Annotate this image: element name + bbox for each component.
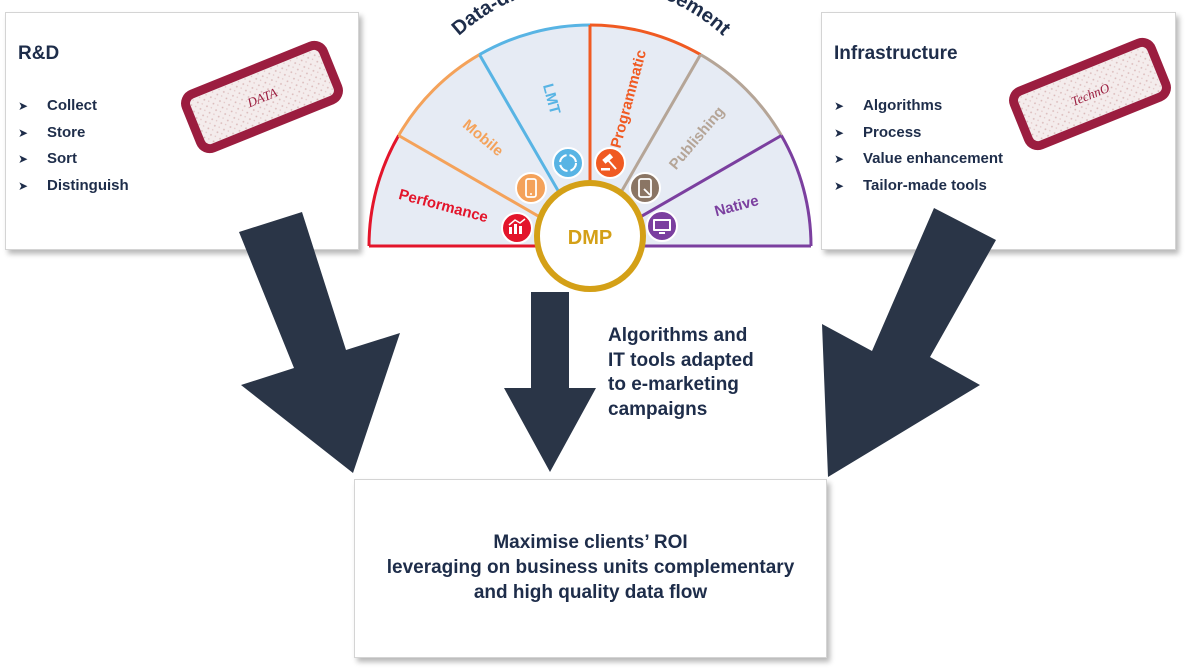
arrowhead-bullet-icon: ➤ [834, 125, 845, 140]
caption-line: campaigns [608, 398, 708, 420]
gavel-icon [594, 147, 626, 179]
dmp-circle [534, 180, 646, 292]
fan-segment-performance [369, 135, 590, 246]
center-arrow [504, 292, 596, 472]
dmp-label: DMP [568, 227, 612, 249]
fan-segment-native [590, 135, 811, 246]
outcome-line: leveraging on business units complementa… [386, 557, 795, 578]
fan-arc-mobile [397, 53, 481, 137]
outcome-line: and high quality data flow [473, 582, 708, 603]
outcome-box: Maximise clients’ ROI leveraging on busi… [354, 479, 827, 658]
infrastructure-list: ➤Algorithms ➤Process ➤Value enhancement … [834, 93, 1003, 199]
techno-stamp: TechnO [1009, 37, 1171, 151]
infrastructure-title: Infrastructure [834, 43, 958, 64]
list-item: ➤Algorithms [834, 93, 1003, 120]
right-arrow [822, 208, 996, 477]
chart-icon [501, 212, 533, 244]
data-stamp: DATA [181, 40, 343, 154]
outcome-line: Maximise clients’ ROI [493, 532, 688, 553]
arrowhead-bullet-icon: ➤ [18, 152, 29, 166]
refresh-icon [552, 147, 584, 179]
caption-line: to e-marketing [608, 374, 739, 395]
list-item: ➤Process [834, 120, 1003, 147]
arrowhead-bullet-icon: ➤ [18, 99, 29, 113]
list-item: ➤Collect [18, 93, 129, 120]
list-item: ➤Sort [18, 146, 129, 173]
fan-arc-performance [367, 134, 400, 247]
monitor-icon [646, 210, 678, 242]
list-item: ➤Distinguish [18, 173, 129, 200]
arrowhead-bullet-icon: ➤ [834, 99, 845, 113]
fan-arc-native [780, 134, 813, 247]
rnd-title: R&D [18, 43, 60, 64]
list-item: ➤Store [18, 120, 129, 147]
smartphone-icon [515, 172, 547, 204]
rnd-list: ➤Collect ➤Store ➤Sort ➤Distinguish [18, 93, 129, 199]
caption-line: Algorithms and [608, 325, 748, 346]
arrowhead-bullet-icon: ➤ [18, 178, 29, 193]
fan-arc-publishing [699, 53, 783, 137]
arrowhead-bullet-icon: ➤ [834, 178, 845, 193]
arrowhead-bullet-icon: ➤ [834, 152, 845, 166]
fan-arc-programmatic [589, 23, 702, 56]
arrowhead-bullet-icon: ➤ [18, 125, 29, 140]
caption-line: IT tools adapted [608, 349, 754, 371]
arrow-caption: Algorithms and IT tools adapted to e-mar… [608, 324, 838, 422]
list-item: ➤Tailor-made tools [834, 173, 1003, 200]
left-arrow [239, 212, 400, 473]
list-item: ➤Value enhancement [834, 146, 1003, 173]
tablet-icon [629, 172, 661, 204]
fan-arc-lmt [478, 23, 591, 56]
outcome-text: Maximise clients’ ROI leveraging on busi… [355, 530, 826, 605]
